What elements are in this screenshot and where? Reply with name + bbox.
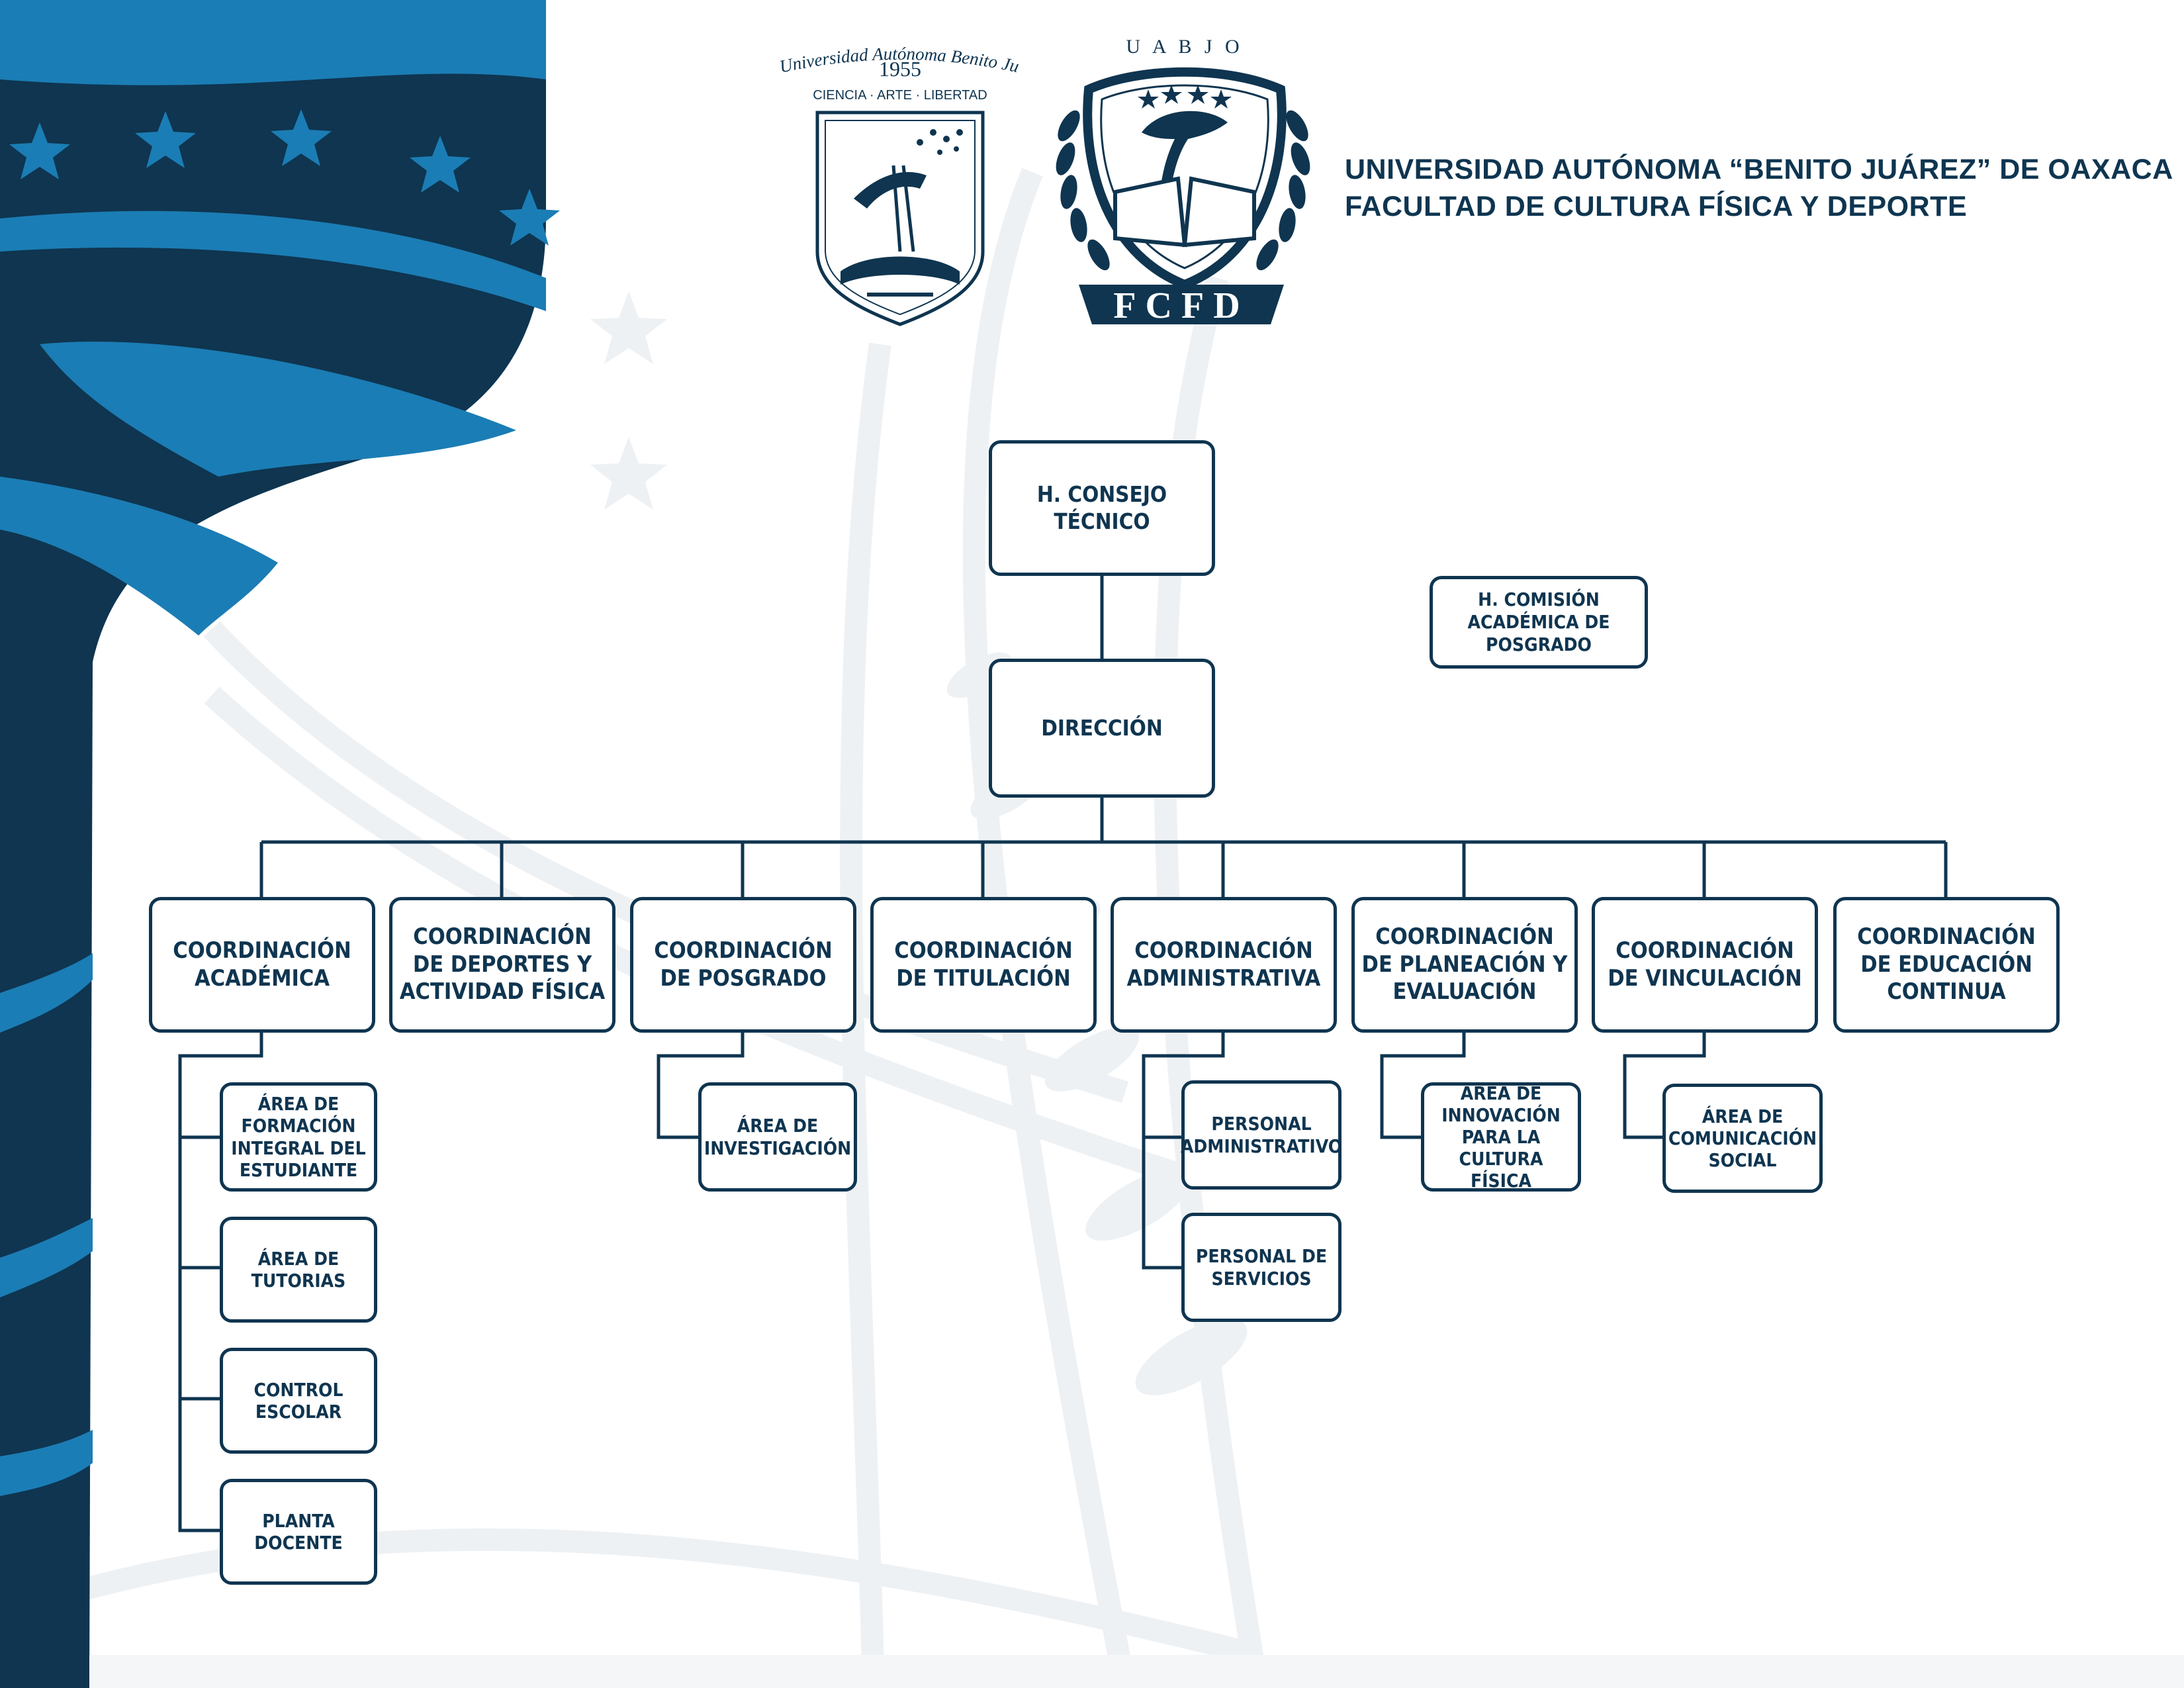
seal-motto-text: CIENCIA · ARTE · LIBERTAD bbox=[813, 88, 987, 103]
node-coordinacion-administrativa: COORDINACIÓN ADMINISTRATIVA bbox=[1111, 897, 1337, 1033]
node-area-formacion-integral: ÁREA DE FORMACIÓN INTEGRAL DEL ESTUDIANT… bbox=[220, 1082, 377, 1192]
seal-year-text: 1955 bbox=[879, 57, 921, 81]
node-personal-administrativo: PERSONAL ADMINISTRATIVO bbox=[1181, 1080, 1342, 1190]
node-coordinacion-titulacion: COORDINACIÓN DE TITULACIÓN bbox=[870, 897, 1097, 1033]
node-coordinacion-posgrado: COORDINACIÓN DE POSGRADO bbox=[630, 897, 856, 1033]
faculty-name: FACULTAD DE CULTURA FÍSICA Y DEPORTE bbox=[1345, 191, 1968, 222]
university-name: UNIVERSIDAD AUTÓNOMA “BENITO JUÁREZ” DE … bbox=[1345, 154, 2173, 185]
node-consejo-tecnico: H. CONSEJO TÉCNICO bbox=[989, 440, 1215, 576]
node-area-innovacion: ÁREA DE INNOVACIÓN PARA LA CULTURA FÍSIC… bbox=[1421, 1082, 1581, 1192]
node-direccion: DIRECCIÓN bbox=[989, 659, 1215, 798]
node-coordinacion-planeacion: COORDINACIÓN DE PLANEACIÓN Y EVALUACIÓN bbox=[1351, 897, 1578, 1033]
node-personal-servicios: PERSONAL DE SERVICIOS bbox=[1181, 1213, 1342, 1322]
node-control-escolar: CONTROL ESCOLAR bbox=[220, 1348, 377, 1454]
node-area-tutorias: ÁREA DE TUTORIAS bbox=[220, 1217, 377, 1323]
node-planta-docente: PLANTA DOCENTE bbox=[220, 1479, 377, 1585]
banner-stars-icon bbox=[9, 109, 560, 246]
node-coordinacion-vinculacion: COORDINACIÓN DE VINCULACIÓN bbox=[1592, 897, 1818, 1033]
node-coordinacion-deportes: COORDINACIÓN DE DEPORTES Y ACTIVIDAD FÍS… bbox=[389, 897, 615, 1033]
university-seal-logo: Universidad Autónoma Benito Juárez de Oa… bbox=[761, 33, 1021, 326]
node-area-comunicacion-social: ÁREA DE COMUNICACIÓN SOCIAL bbox=[1662, 1084, 1823, 1193]
node-coordinacion-academica: COORDINACIÓN ACADÉMICA bbox=[149, 897, 375, 1033]
node-area-investigacion: ÁREA DE INVESTIGACIÓN bbox=[698, 1082, 857, 1192]
fcfd-banner-text: FCFD bbox=[1113, 285, 1249, 326]
node-comision-academica-posgrado: H. COMISIÓN ACADÉMICA DE POSGRADO bbox=[1430, 576, 1648, 669]
node-coordinacion-educacion-continua: COORDINACIÓN DE EDUCACIÓN CONTINUA bbox=[1833, 897, 2060, 1033]
fcfd-top-text: U A B J O bbox=[1126, 36, 1243, 58]
fcfd-shield-logo: U A B J O FCFD bbox=[1056, 36, 1310, 326]
